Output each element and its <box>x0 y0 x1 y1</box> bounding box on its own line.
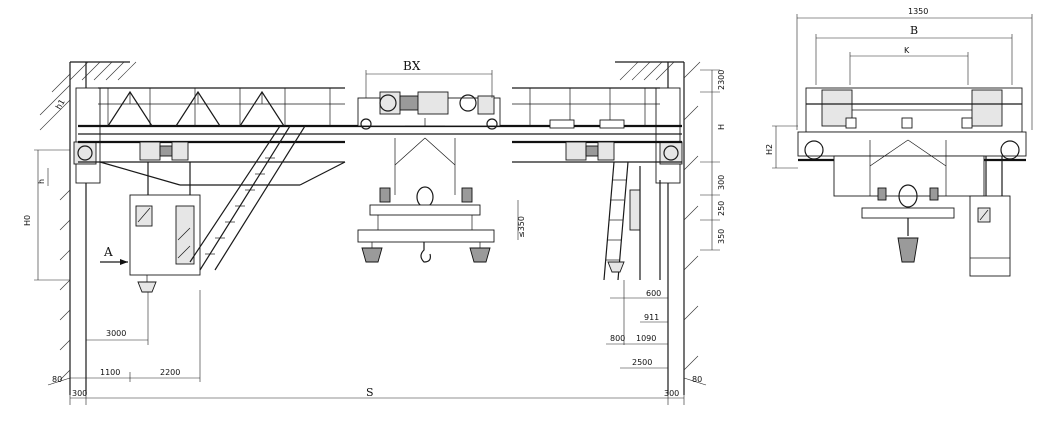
bottom-dims-right: 600 911 800 1090 2500 80 <box>606 280 707 386</box>
right-end-carriage <box>655 87 683 184</box>
front-view: BX ≤350 <box>23 59 726 405</box>
side-cabin <box>969 156 1011 277</box>
span-dimension: 300 300 S <box>69 386 685 405</box>
hook-clearance-label: ≤350 <box>517 216 526 238</box>
right-height-dims: 2300 H 300 250 350 <box>700 70 726 251</box>
hook-clearance-dim: ≤350 <box>517 200 526 240</box>
left-height-dims: H0 h h1 <box>23 98 70 281</box>
travel-drive-right <box>565 141 615 161</box>
dim-911-label: 911 <box>644 313 659 322</box>
width-k-label: K <box>904 46 910 55</box>
trolley-width-label: BX <box>403 59 421 73</box>
trolley-dimension: BX <box>365 59 493 98</box>
maintenance-ladder <box>603 161 661 281</box>
dim-2200-label: 2200 <box>160 368 180 377</box>
dim-80-right-label: 80 <box>692 375 702 384</box>
left-end-carriage <box>73 87 101 184</box>
main-girder <box>78 124 682 186</box>
lifting-beam <box>357 137 495 263</box>
dim-600-label: 600 <box>646 289 661 298</box>
overall-width-label: 1350 <box>908 7 928 16</box>
side-hoist <box>833 139 985 263</box>
dim-2500-label: 2500 <box>632 358 652 367</box>
side-width-dims: 1350 B K <box>796 7 1033 130</box>
dim-1100-label: 1100 <box>100 368 120 377</box>
height-h0-label: H0 <box>23 215 32 226</box>
side-trolley <box>805 87 1023 133</box>
side-height-dim: H2 <box>765 125 798 169</box>
trolley <box>357 91 501 130</box>
height-h2-label: H2 <box>765 144 774 155</box>
side-view: 1350 B K <box>765 7 1033 277</box>
dim-300-label: 300 <box>717 175 726 190</box>
dim-80-left-label: 80 <box>52 375 62 384</box>
dim-800-label: 800 <box>610 334 625 343</box>
direction-label: A <box>103 245 113 259</box>
dim-350-label: 350 <box>717 229 726 244</box>
height-h-label: h <box>37 179 46 184</box>
right-walkway-railing <box>512 87 660 129</box>
travel-drive-left <box>139 141 189 161</box>
left-walkway-railing <box>98 87 345 127</box>
bottom-dims-left: 3000 1100 2200 80 <box>47 290 201 386</box>
dim-1090-label: 1090 <box>636 334 656 343</box>
dim-2300-label: 2300 <box>717 70 726 90</box>
operator-cabin <box>129 162 201 293</box>
dim-3000-label: 3000 <box>106 329 126 338</box>
height-h1-label: h1 <box>54 98 67 111</box>
rail-offset-right-label: 300 <box>664 389 679 398</box>
dim-250-label: 250 <box>717 201 726 216</box>
stairway <box>189 125 306 271</box>
rail-offset-left-label: 300 <box>72 389 87 398</box>
view-direction-arrow: A <box>100 245 128 265</box>
width-b-label: B <box>910 24 918 37</box>
span-label: S <box>366 386 374 399</box>
height-H-label: H <box>717 124 726 130</box>
